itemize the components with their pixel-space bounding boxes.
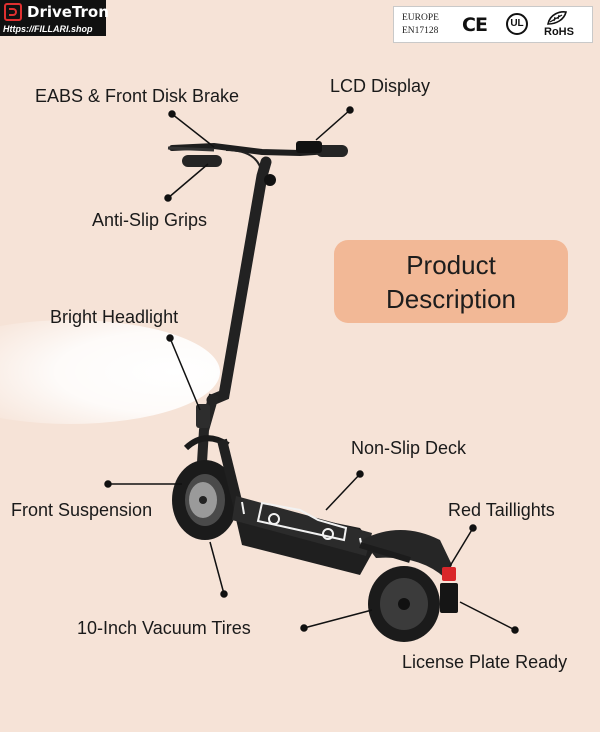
brand-url[interactable]: Https://FILLARI.shop bbox=[3, 24, 93, 34]
standard-line-2: EN17128 bbox=[402, 26, 439, 36]
headline-line-2: Description bbox=[385, 284, 517, 314]
rear-frame bbox=[359, 542, 411, 563]
label-anti-slip-grips: Anti-Slip Grips bbox=[92, 210, 208, 230]
lcd-display bbox=[296, 141, 322, 153]
label-license-plate: License Plate Ready bbox=[402, 652, 568, 672]
rohs-mark: RoHS bbox=[544, 26, 574, 38]
label-eabs-brake: EABS & Front Disk Brake bbox=[35, 86, 240, 106]
ul-certification-icon: UL bbox=[506, 13, 528, 35]
right-grip bbox=[316, 145, 348, 157]
standard-mark: EUROPE EN17128 bbox=[402, 12, 439, 38]
headline-line-1: Product bbox=[406, 250, 496, 280]
label-lcd-display: LCD Display bbox=[330, 76, 431, 96]
certifications-panel: EUROPE EN17128 CE UL RoHS bbox=[393, 6, 593, 43]
headlight-beam bbox=[0, 320, 220, 424]
headlight-housing bbox=[196, 404, 210, 428]
ce-mark: CE bbox=[462, 14, 488, 36]
steering-stem bbox=[206, 156, 272, 406]
rohs-leaf-icon bbox=[547, 11, 567, 25]
label-front-suspension: Front Suspension bbox=[11, 500, 153, 520]
standard-line-1: EUROPE bbox=[402, 13, 439, 23]
brand-name: DriveTron bbox=[27, 3, 109, 21]
license-plate-mount bbox=[440, 583, 458, 613]
leader-lines bbox=[104, 106, 519, 634]
stem-clamp bbox=[264, 174, 276, 186]
label-red-taillights: Red Taillights bbox=[448, 500, 555, 520]
product-description-box: Product Description bbox=[334, 240, 568, 323]
taillight bbox=[442, 567, 456, 581]
brand-badge: DriveTron Https://FILLARI.shop bbox=[0, 0, 109, 36]
deck-top bbox=[232, 496, 372, 556]
label-vacuum-tires: 10-Inch Vacuum Tires bbox=[77, 618, 251, 638]
drivetron-logo-icon bbox=[4, 3, 22, 21]
left-grip bbox=[182, 155, 222, 167]
label-headlight: Bright Headlight bbox=[50, 307, 179, 327]
deck-neck bbox=[217, 438, 243, 507]
label-non-slip-deck: Non-Slip Deck bbox=[351, 438, 467, 458]
brake-lever bbox=[167, 146, 215, 152]
rear-fender bbox=[362, 530, 452, 578]
